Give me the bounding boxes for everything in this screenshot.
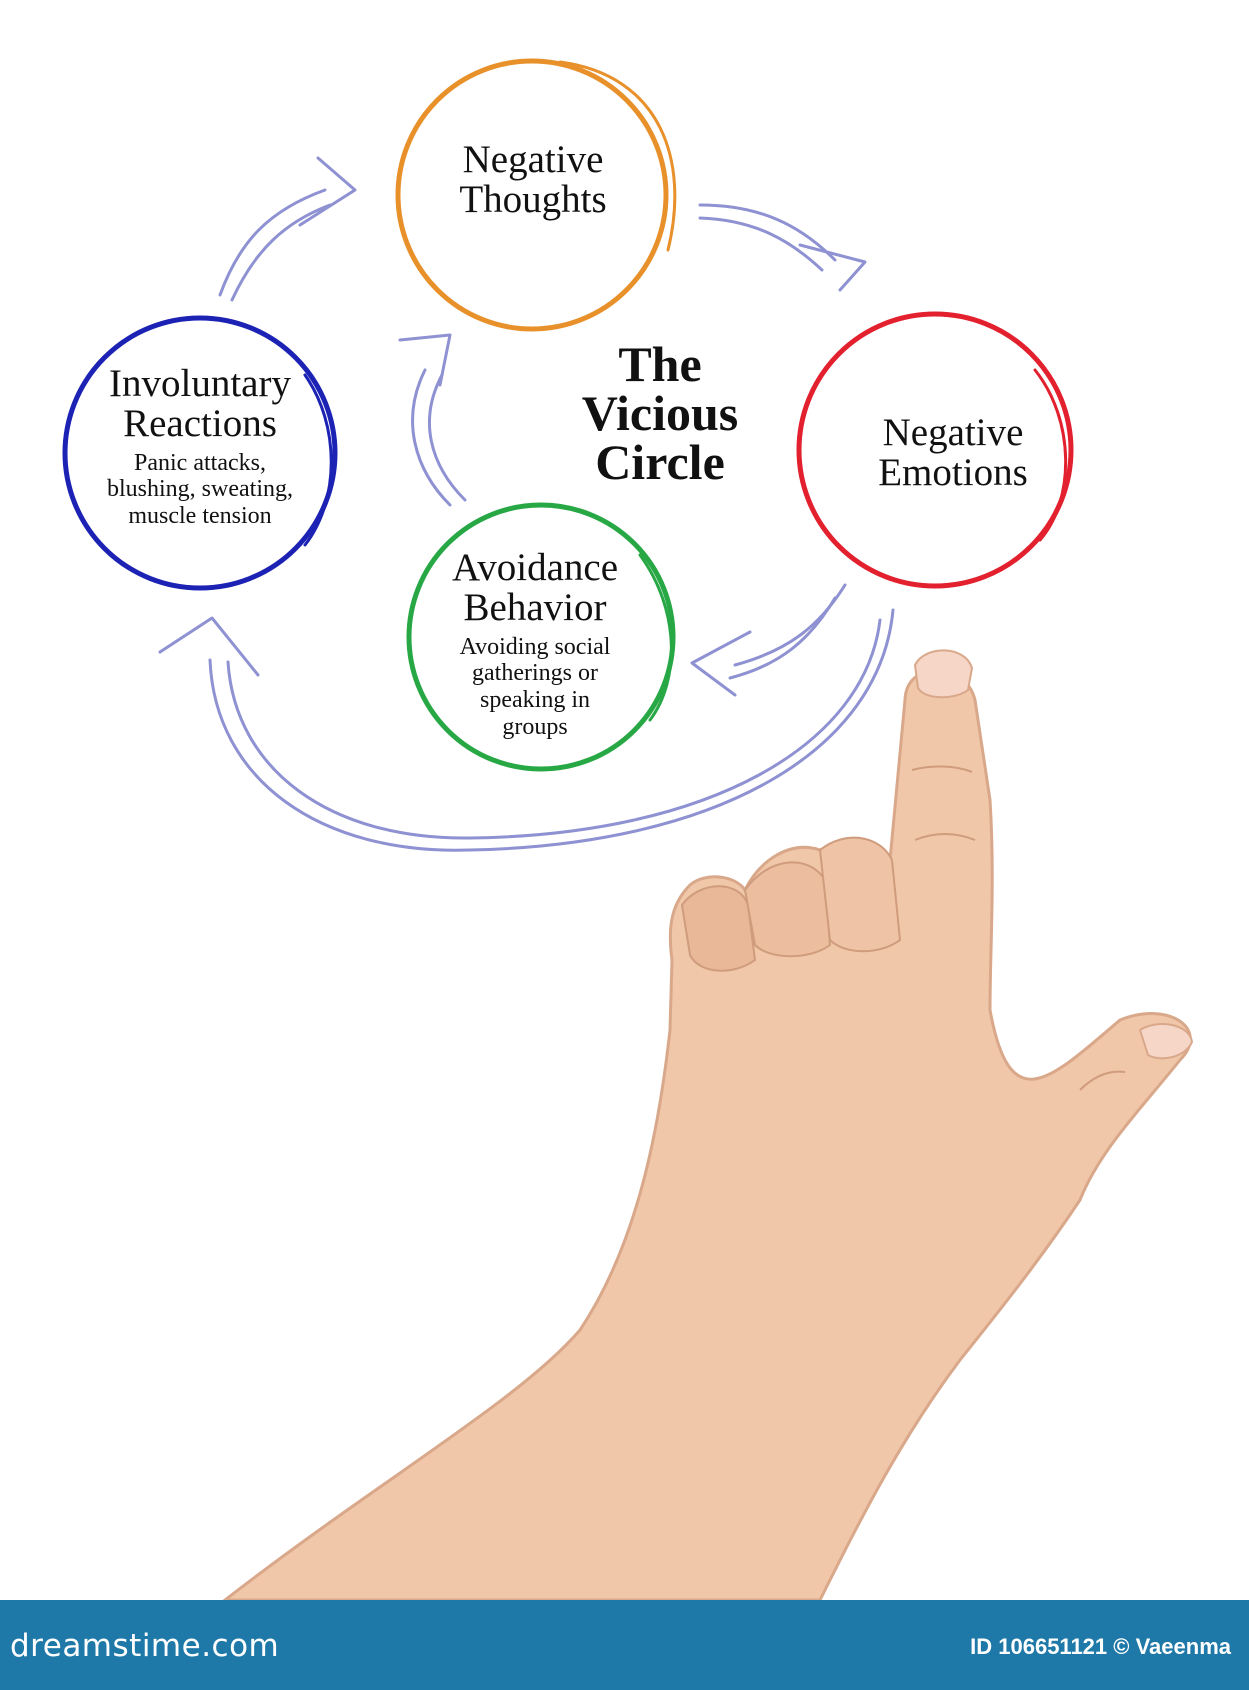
node-title-line: Reactions — [123, 401, 277, 445]
footer-credit: ID 106651121 © Vaeenma — [970, 1634, 1231, 1659]
title-line: Vicious — [581, 385, 739, 441]
node-title-line: Negative — [882, 411, 1024, 454]
circle-negative-thoughts — [395, 58, 677, 332]
pointing-hand-image — [222, 649, 1194, 1600]
footer-brand[interactable]: dreamstime.com — [10, 1628, 280, 1664]
node-detail-line: Avoiding social — [459, 633, 611, 660]
circle-negative-emotions — [796, 311, 1074, 589]
title-line: The — [618, 336, 702, 392]
node-detail-line: blushing, sweating, — [107, 476, 293, 503]
node-detail-line: muscle tension — [128, 503, 272, 530]
node-title-line: Behavior — [463, 585, 607, 629]
node-detail-line: speaking in — [480, 687, 590, 714]
title-line: Circle — [595, 434, 725, 490]
footer-bar: dreamstime.com ID 106651121 © Vaeenma — [0, 1600, 1249, 1690]
node-title-line: Avoidance — [451, 546, 619, 589]
diagram-title: The Vicious Circle — [540, 336, 780, 490]
diagram-artwork — [62, 58, 1194, 1600]
node-avoidance-behavior: Avoidance Behavior Avoiding social gathe… — [410, 548, 660, 741]
node-title-line: Thoughts — [459, 177, 607, 221]
node-title-line: Emotions — [878, 450, 1028, 494]
node-title-line: Negative — [462, 138, 604, 181]
node-detail-line: groups — [502, 714, 568, 741]
node-negative-emotions: Negative Emotions — [838, 413, 1068, 493]
circle-avoidance-behavior — [406, 502, 676, 772]
node-negative-thoughts: Negative Thoughts — [418, 140, 648, 220]
arrow-thoughts-to-emotions — [698, 203, 867, 292]
arrow-emotions-to-avoidance — [690, 583, 847, 697]
arrow-avoidance-to-thoughts — [398, 333, 467, 507]
node-involuntary-reactions: Involuntary Reactions Panic attacks, blu… — [75, 364, 325, 530]
arrow-emotions-to-reactions — [158, 608, 895, 852]
node-detail-line: Panic attacks, — [134, 449, 266, 476]
node-title-line: Involuntary — [109, 362, 291, 405]
node-detail-line: gatherings or — [472, 660, 598, 687]
arrow-reactions-to-thoughts — [218, 156, 357, 302]
circle-involuntary-reactions — [62, 315, 338, 591]
